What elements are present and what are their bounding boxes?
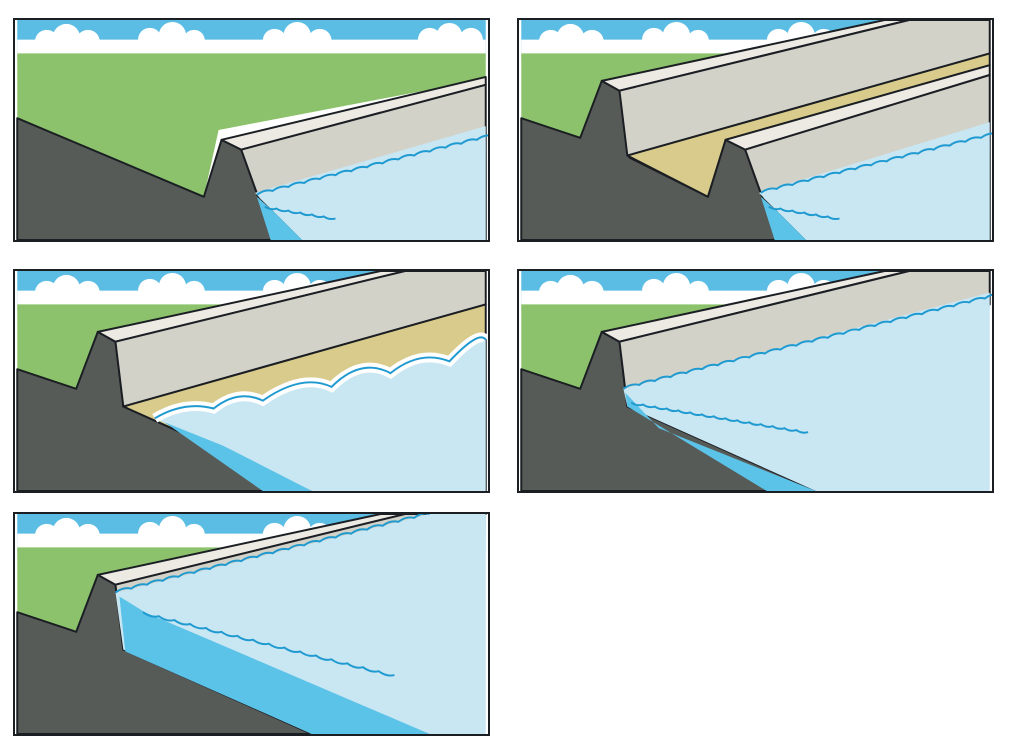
grass [521,304,836,389]
sea [154,337,486,491]
wave-line [622,293,992,390]
panel-stage-5 [13,512,490,736]
sea-deep [164,422,312,491]
sea [254,126,486,240]
panel-stage-1 [13,18,490,242]
sea-wall-face [114,271,487,408]
panel-1-illustration [16,20,488,240]
wave-line [256,134,488,196]
panel-stage-3 [13,269,490,493]
sea-wall-top [600,20,911,92]
grass [17,547,332,632]
sea-wall-top [96,514,407,586]
wave-line-lower [630,401,809,434]
panel-stage-4 [517,269,994,493]
wave-line-lower [264,205,336,221]
panel-5-illustration [16,514,487,734]
panel-stage-2 [517,18,994,242]
panel-3-illustration [16,271,488,491]
grass [17,53,486,197]
wave-front-outline [154,336,487,420]
sea [758,122,990,240]
sea-deep [119,596,430,734]
panel-4-illustration [520,271,992,491]
wave-line [114,514,430,594]
wave-line-lower [768,205,840,221]
sea-wall-top [96,271,407,343]
wave-line [760,132,992,194]
sea-wall-face [618,20,991,157]
panel-2-illustration [520,20,992,240]
grass [17,304,332,389]
sea-wall-top [600,271,911,343]
sea [623,292,990,491]
grass [521,53,836,138]
wave-line-lower [142,611,395,677]
